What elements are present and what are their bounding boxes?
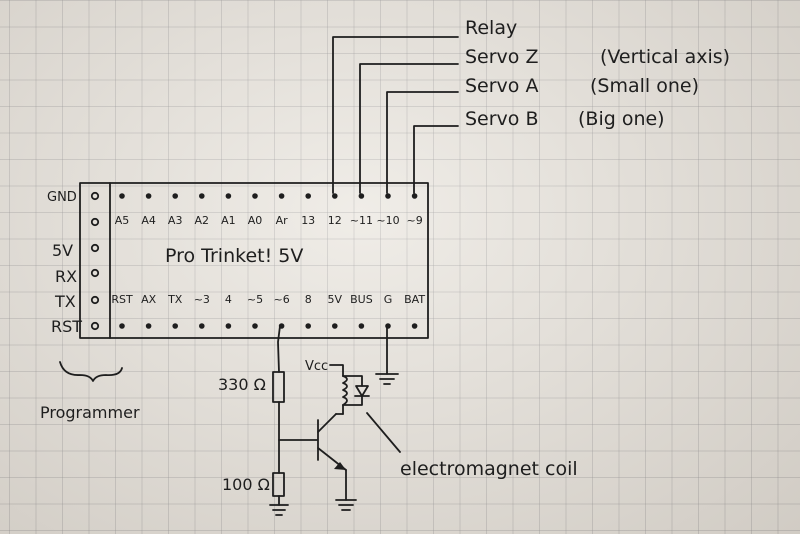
prog-pin-gnd: GND bbox=[47, 190, 77, 205]
vcc-wire bbox=[329, 364, 344, 377]
top-pin-label-5: A0 bbox=[248, 214, 263, 227]
programmer-pin-hole-0 bbox=[90, 191, 100, 201]
top-pin-hole-5 bbox=[252, 193, 258, 199]
bottom-pin-holes bbox=[119, 323, 418, 329]
servo-z-label: Servo Z bbox=[465, 46, 539, 68]
bottom-pin-hole-0 bbox=[119, 323, 125, 329]
servo-a-note: (Small one) bbox=[590, 75, 699, 97]
bottom-pin-hole-2 bbox=[172, 323, 178, 329]
bottom-pin-label-2: TX bbox=[167, 293, 183, 306]
pro-trinket-board: A5 A4 A3 A2 A1 A0 Ar 13 12 ~11~10 ~9 RST AX TX ~3 4 ~5 ~… bbox=[79, 182, 429, 339]
top-pin-hole-9 bbox=[358, 193, 365, 199]
relay-label: Relay bbox=[465, 17, 517, 39]
top-pin-hole-6 bbox=[278, 193, 285, 199]
programmer-pin-hole-2 bbox=[90, 243, 100, 253]
board-name: Pro Trinket! 5V bbox=[165, 245, 303, 267]
top-pin-label-3: A2 bbox=[195, 214, 210, 227]
bottom-pin-hole-11 bbox=[411, 323, 418, 329]
top-pin-label-2: A3 bbox=[168, 214, 183, 227]
driver-circuit bbox=[269, 325, 401, 516]
programmer-pin-hole-1 bbox=[90, 217, 100, 227]
bottom-pin-label-11: BAT bbox=[404, 293, 425, 306]
top-pin-hole-10 bbox=[385, 193, 391, 199]
bottom-pin-label-0: RST bbox=[111, 293, 133, 306]
top-pin-label-11: ~9 bbox=[406, 214, 422, 227]
bottom-pin-label-3: ~3 bbox=[194, 293, 210, 306]
prog-pin-tx: TX bbox=[54, 292, 76, 311]
top-pin-label-7: 13 bbox=[301, 214, 315, 227]
top-pin-hole-4 bbox=[225, 193, 232, 199]
bottom-pin-label-5: ~5 bbox=[247, 293, 263, 306]
top-pin-hole-3 bbox=[199, 193, 205, 199]
top-pin-hole-0 bbox=[119, 193, 125, 199]
board-ground bbox=[375, 325, 399, 385]
relay-wire bbox=[332, 36, 459, 194]
programmer-brace bbox=[59, 361, 123, 382]
bottom-pin-label-8: 5V bbox=[328, 293, 343, 306]
top-pin-hole-11 bbox=[411, 193, 418, 199]
prog-pin-rx: RX bbox=[55, 267, 77, 286]
programmer-pin-hole-4 bbox=[90, 295, 100, 305]
bottom-pin-hole-3 bbox=[199, 323, 205, 329]
bottom-pin-label-9: BUS bbox=[350, 293, 373, 306]
top-pin-hole-2 bbox=[172, 193, 178, 199]
coil-winding bbox=[342, 375, 348, 406]
r2-label: 100 Ω bbox=[222, 475, 270, 494]
servo-b-note: (Big one) bbox=[578, 108, 665, 130]
resistor-330 bbox=[272, 371, 285, 403]
top-pin-hole-1 bbox=[145, 193, 152, 199]
pin6-wire bbox=[277, 325, 281, 373]
r1-label: 330 Ω bbox=[218, 375, 266, 394]
prog-pin-rst: RST bbox=[51, 317, 82, 336]
transistor-collector bbox=[317, 413, 337, 433]
programmer-label: Programmer bbox=[40, 403, 140, 422]
coil-label: electromagnet coil bbox=[400, 458, 578, 480]
vcc-label: Vcc bbox=[305, 359, 328, 374]
bottom-pin-label-6: ~6 bbox=[273, 293, 289, 306]
bottom-pin-hole-5 bbox=[252, 323, 258, 329]
top-pin-holes bbox=[119, 193, 418, 199]
bottom-pin-label-10: G bbox=[384, 293, 393, 306]
prog-pin-5v: 5V bbox=[52, 241, 73, 260]
signal-wires bbox=[332, 36, 459, 194]
top-pin-hole-7 bbox=[305, 193, 312, 199]
bottom-pin-hole-4 bbox=[225, 323, 232, 329]
top-pin-label-1: A4 bbox=[141, 214, 156, 227]
bottom-pin-label-4: 4 bbox=[225, 293, 232, 306]
top-pin-label-4: A1 bbox=[221, 214, 236, 227]
programmer-pin-hole-5 bbox=[90, 321, 100, 331]
top-pin-label-0: A5 bbox=[115, 214, 130, 227]
servo-z-wire bbox=[359, 63, 459, 194]
top-pin-hole-8 bbox=[332, 193, 338, 199]
coil-pointer bbox=[366, 412, 401, 453]
servo-b-wire bbox=[413, 125, 459, 194]
servo-z-note: (Vertical axis) bbox=[600, 46, 730, 68]
board-outline bbox=[79, 182, 429, 339]
bottom-pin-labels: RST AX TX ~3 4 ~5 ~6 8 5V BUS G BAT bbox=[111, 293, 425, 306]
programmer-pin-holes bbox=[90, 191, 100, 331]
flyback-diode bbox=[355, 385, 369, 397]
resistor-100 bbox=[272, 472, 285, 497]
bottom-pin-label-1: AX bbox=[141, 293, 157, 306]
servo-a-wire bbox=[386, 91, 459, 194]
servo-a-label: Servo A bbox=[465, 75, 538, 97]
top-pin-labels: A5 A4 A3 A2 A1 A0 Ar 13 12 ~11~10 ~9 bbox=[115, 214, 423, 227]
top-pin-label-9: ~11 bbox=[350, 214, 373, 227]
top-pin-label-6: Ar bbox=[276, 214, 289, 227]
bottom-pin-hole-1 bbox=[145, 323, 152, 329]
top-pin-label-8: 12 bbox=[328, 214, 342, 227]
programmer-pin-hole-3 bbox=[90, 268, 100, 278]
bottom-pin-label-7: 8 bbox=[305, 293, 312, 306]
top-pin-label-10: ~10 bbox=[376, 214, 399, 227]
servo-b-label: Servo B bbox=[465, 108, 539, 130]
bottom-pin-hole-10 bbox=[385, 323, 391, 329]
bottom-pin-hole-7 bbox=[305, 323, 312, 329]
bottom-pin-hole-8 bbox=[332, 323, 338, 329]
bottom-pin-hole-9 bbox=[358, 323, 365, 329]
emitter-arrow bbox=[334, 462, 346, 470]
